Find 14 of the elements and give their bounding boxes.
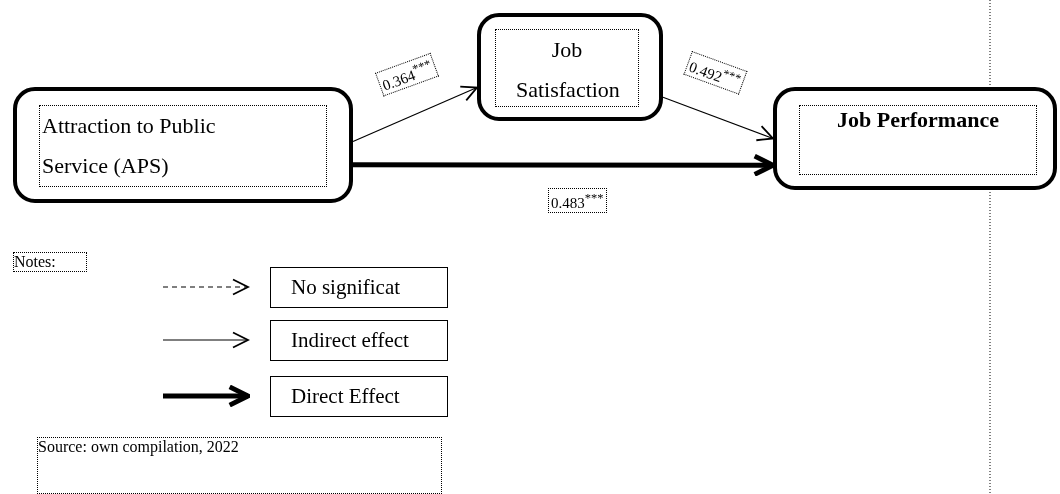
rounded-box <box>13 87 353 203</box>
notes-heading: Notes: <box>13 252 87 272</box>
rounded-box <box>477 13 663 121</box>
node-label: Job Performance <box>799 105 1037 175</box>
arrow <box>352 85 478 143</box>
legend-label: Direct Effect <box>270 376 448 417</box>
arrow <box>662 96 774 142</box>
edge-label: 0.483$^{***}$ <box>548 188 607 213</box>
node-label: Job Satisfaction <box>495 29 639 107</box>
node-label: Attraction to Public Service (APS) <box>39 105 327 187</box>
source-note: Source: own compilation, 2022 <box>37 437 442 494</box>
legend-label: Indirect effect <box>270 320 448 361</box>
rounded-box <box>773 87 1057 190</box>
legend-label: No significat <box>270 267 448 308</box>
